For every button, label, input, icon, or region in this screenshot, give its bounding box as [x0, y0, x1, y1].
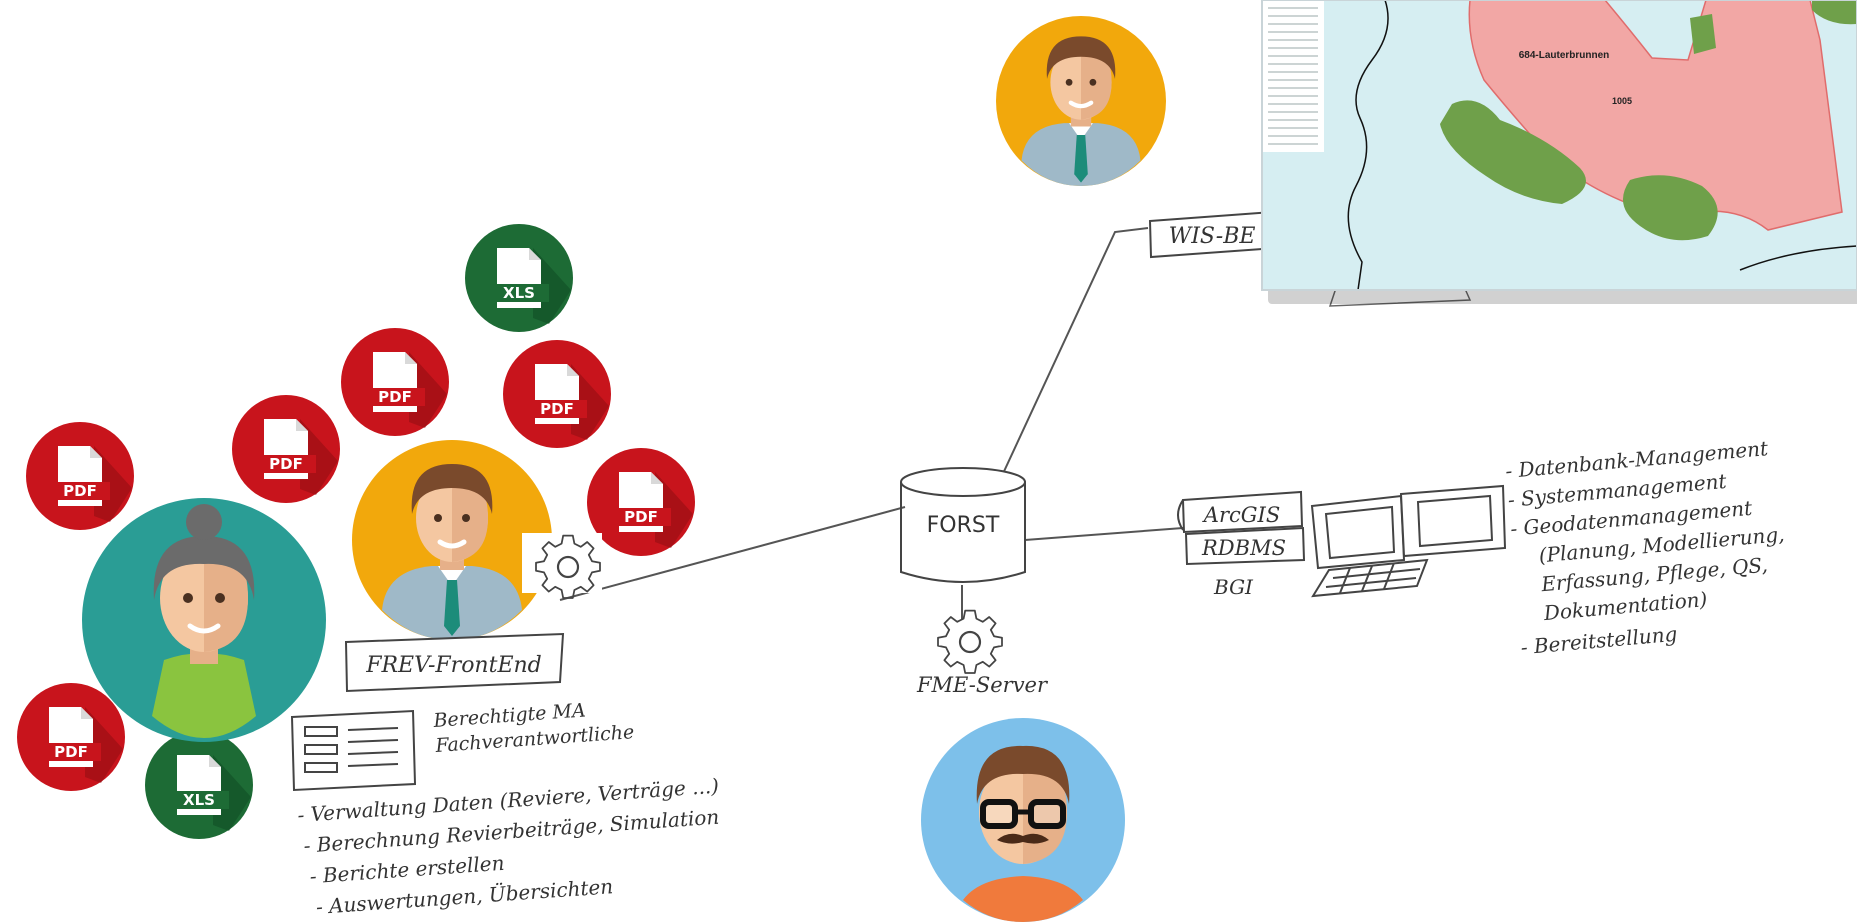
- pdf-icon-1: PDF: [26, 422, 134, 530]
- fme-server-label: FME-Server: [916, 673, 1049, 697]
- xls-icon-2: XLS: [145, 731, 253, 839]
- map-label-lauterbrunnen: 684-Lauterbrunnen: [1519, 50, 1610, 61]
- connector-lines: [559, 227, 1184, 620]
- map-label-zone: 1005: [1612, 96, 1632, 106]
- wis-be-label: WIS-BE: [1169, 224, 1256, 249]
- svg-text:XLS: XLS: [503, 284, 535, 302]
- keyboard-icon: [1311, 558, 1429, 598]
- xls-icon-1: XLS: [465, 224, 573, 332]
- map-boundary-line: [1347, 0, 1389, 291]
- forst-to-wis-line: [999, 227, 1149, 481]
- hipster-avatar: [921, 718, 1125, 922]
- svg-text:XLS: XLS: [183, 791, 215, 809]
- woman-avatar: [82, 498, 326, 742]
- staff-gear-icon: [522, 533, 602, 600]
- svg-text:PDF: PDF: [54, 743, 88, 761]
- svg-text:PDF: PDF: [269, 455, 303, 473]
- monitor-icon-1: [1310, 494, 1406, 570]
- monitor-icon-2: [1399, 484, 1507, 558]
- map-forest-patch-4: [1812, 0, 1857, 25]
- forst-label: FORST: [927, 513, 1000, 538]
- form-document-icon: [290, 709, 417, 792]
- frontend-task-list: - Verwaltung Daten (Reviere, Verträge ..…: [297, 774, 720, 919]
- svg-text:PDF: PDF: [63, 482, 97, 500]
- wis-be-box: WIS-BE: [1148, 210, 1278, 259]
- svg-text:PDF: PDF: [624, 508, 658, 526]
- svg-text:PDF: PDF: [540, 400, 574, 418]
- forst-database-icon: [900, 467, 1026, 583]
- frontend-task-3: - Berichte erstellen: [309, 851, 505, 889]
- map-screenshot: 684-Lauterbrunnen 1005: [1261, 0, 1857, 304]
- pdf-icon-6: PDF: [17, 683, 125, 791]
- bgi-task-7: - Bereitstellung: [1520, 622, 1678, 660]
- workstation-icons: [1310, 484, 1507, 598]
- arcgis-label: ArcGIS: [1202, 503, 1280, 527]
- frontend-box: FREV-FrontEnd: [344, 632, 565, 693]
- map-forest-patch-3: [1622, 175, 1718, 241]
- top-man-avatar: [996, 16, 1166, 186]
- arcgis-bracket: [1177, 499, 1184, 531]
- bgi-label: BGI: [1213, 575, 1254, 599]
- pdf-icon-5: PDF: [587, 448, 695, 556]
- bgi-boxes: [1181, 490, 1306, 566]
- layer-list-panel: [1262, 0, 1324, 152]
- bgi-task-list: - Datenbank-Management - Systemmanagemen…: [1504, 436, 1785, 660]
- map-forest-patch-1: [1690, 14, 1716, 54]
- map-forest-patch-2: [1440, 100, 1586, 204]
- rdbms-label: RDBMS: [1201, 536, 1286, 560]
- frontend-title: FREV-FrontEnd: [365, 653, 542, 678]
- map-boundary-line-2: [1739, 245, 1857, 271]
- fme-gear-icon: [936, 609, 1004, 675]
- svg-text:PDF: PDF: [378, 388, 412, 406]
- forst-to-bgi-line: [1024, 527, 1184, 541]
- pdf-icon-4: PDF: [503, 340, 611, 448]
- frontend-to-forst-line: [559, 506, 906, 601]
- pdf-icon-2: PDF: [232, 395, 340, 503]
- pdf-icon-3: PDF: [341, 328, 449, 436]
